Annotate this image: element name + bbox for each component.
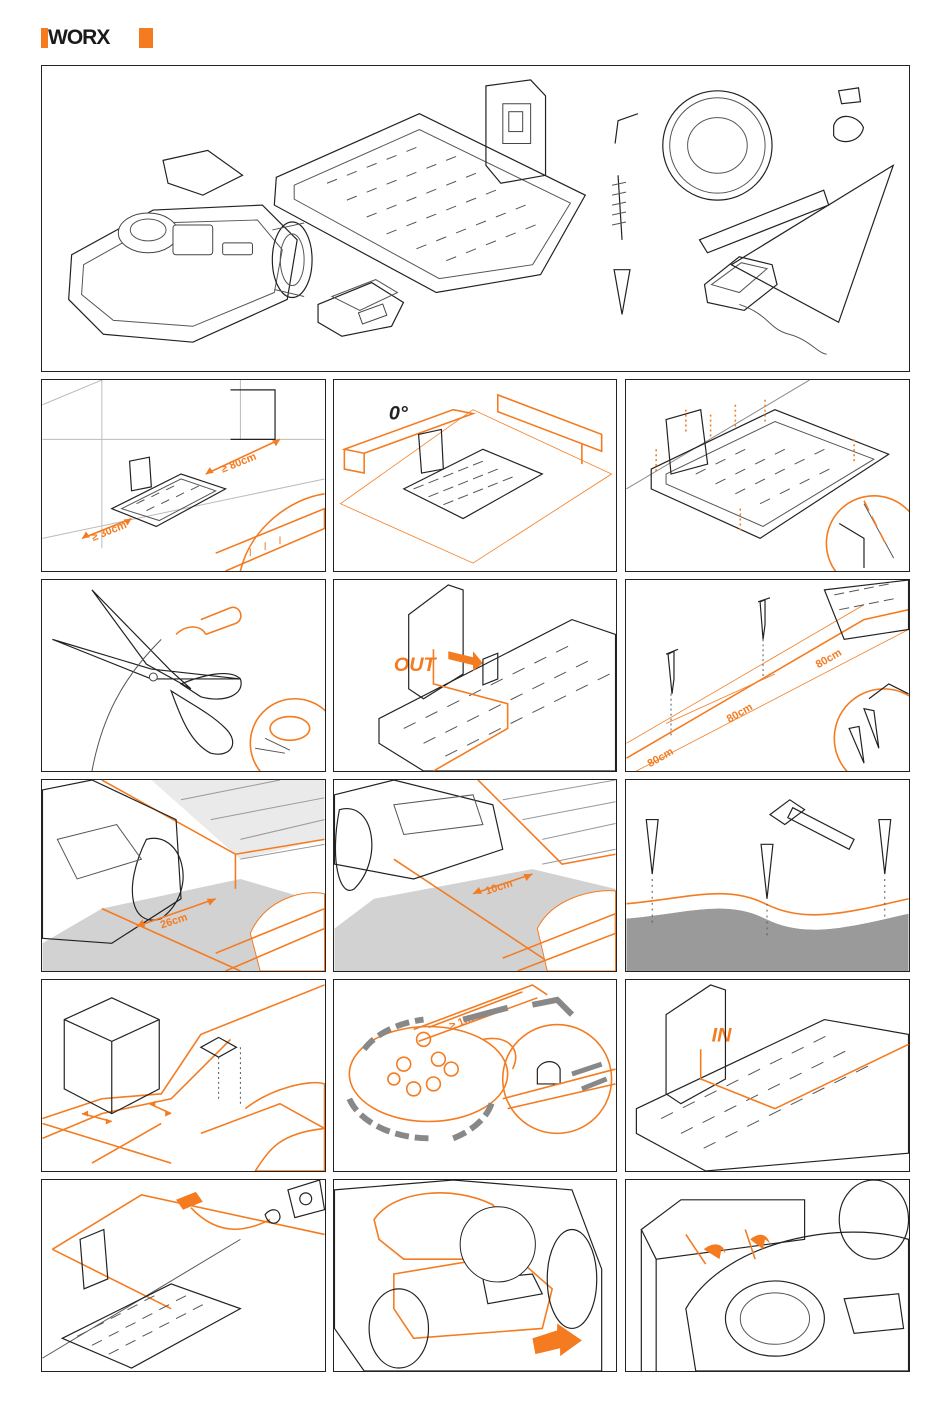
step-4-cut-wire-panel xyxy=(41,579,326,772)
side-clearance-label: ≥ 30cm xyxy=(90,519,129,544)
level-angle-label: 0° xyxy=(389,403,409,425)
step-5-out-connection-panel: OUT xyxy=(333,579,617,772)
stake-spacing-label-2: 80cm xyxy=(725,701,755,725)
step-11-flower-bed-panel: ≥ 1m xyxy=(333,979,617,1172)
stake-spacing-label-1: 80cm xyxy=(646,746,676,770)
front-clearance-label: ≥ 80cm xyxy=(219,451,258,476)
logo-wordmark: WORX xyxy=(48,28,138,48)
step-1-clearance-panel: ≥ 80cm ≥ 30cm xyxy=(41,379,326,572)
stake-spacing-label-3: 80cm xyxy=(814,647,844,671)
contents-overview-panel xyxy=(41,65,910,372)
step-13-power-supply-panel xyxy=(41,1179,326,1372)
contents-illustration xyxy=(42,66,909,371)
step-12-in-connection-panel: IN xyxy=(625,979,910,1172)
battery-illustration xyxy=(318,280,403,337)
step-15-docking-panel xyxy=(625,1179,910,1372)
step-14-battery-insert-panel xyxy=(333,1179,617,1372)
accessories-illustration xyxy=(612,88,893,354)
logo-accent-left xyxy=(41,28,48,48)
step-8-edge-distance-panel: 10cm xyxy=(333,779,617,972)
step-2-level-panel: 0° xyxy=(333,379,617,572)
charging-base-plate xyxy=(274,80,585,293)
out-label: OUT xyxy=(394,654,438,676)
step-10-obstacle-panel xyxy=(41,979,326,1172)
step-3-peg-base-panel xyxy=(625,379,910,572)
in-label: IN xyxy=(712,1024,732,1046)
worx-logo: WORX xyxy=(41,28,153,48)
mower-illustration xyxy=(69,150,312,342)
logo-accent-right xyxy=(139,28,153,48)
step-9-hammer-stakes-panel xyxy=(625,779,910,972)
step-6-wire-staking-panel: 80cm 80cm 80cm xyxy=(625,579,910,772)
step-7-edge-distance-panel: 26cm xyxy=(41,779,326,972)
